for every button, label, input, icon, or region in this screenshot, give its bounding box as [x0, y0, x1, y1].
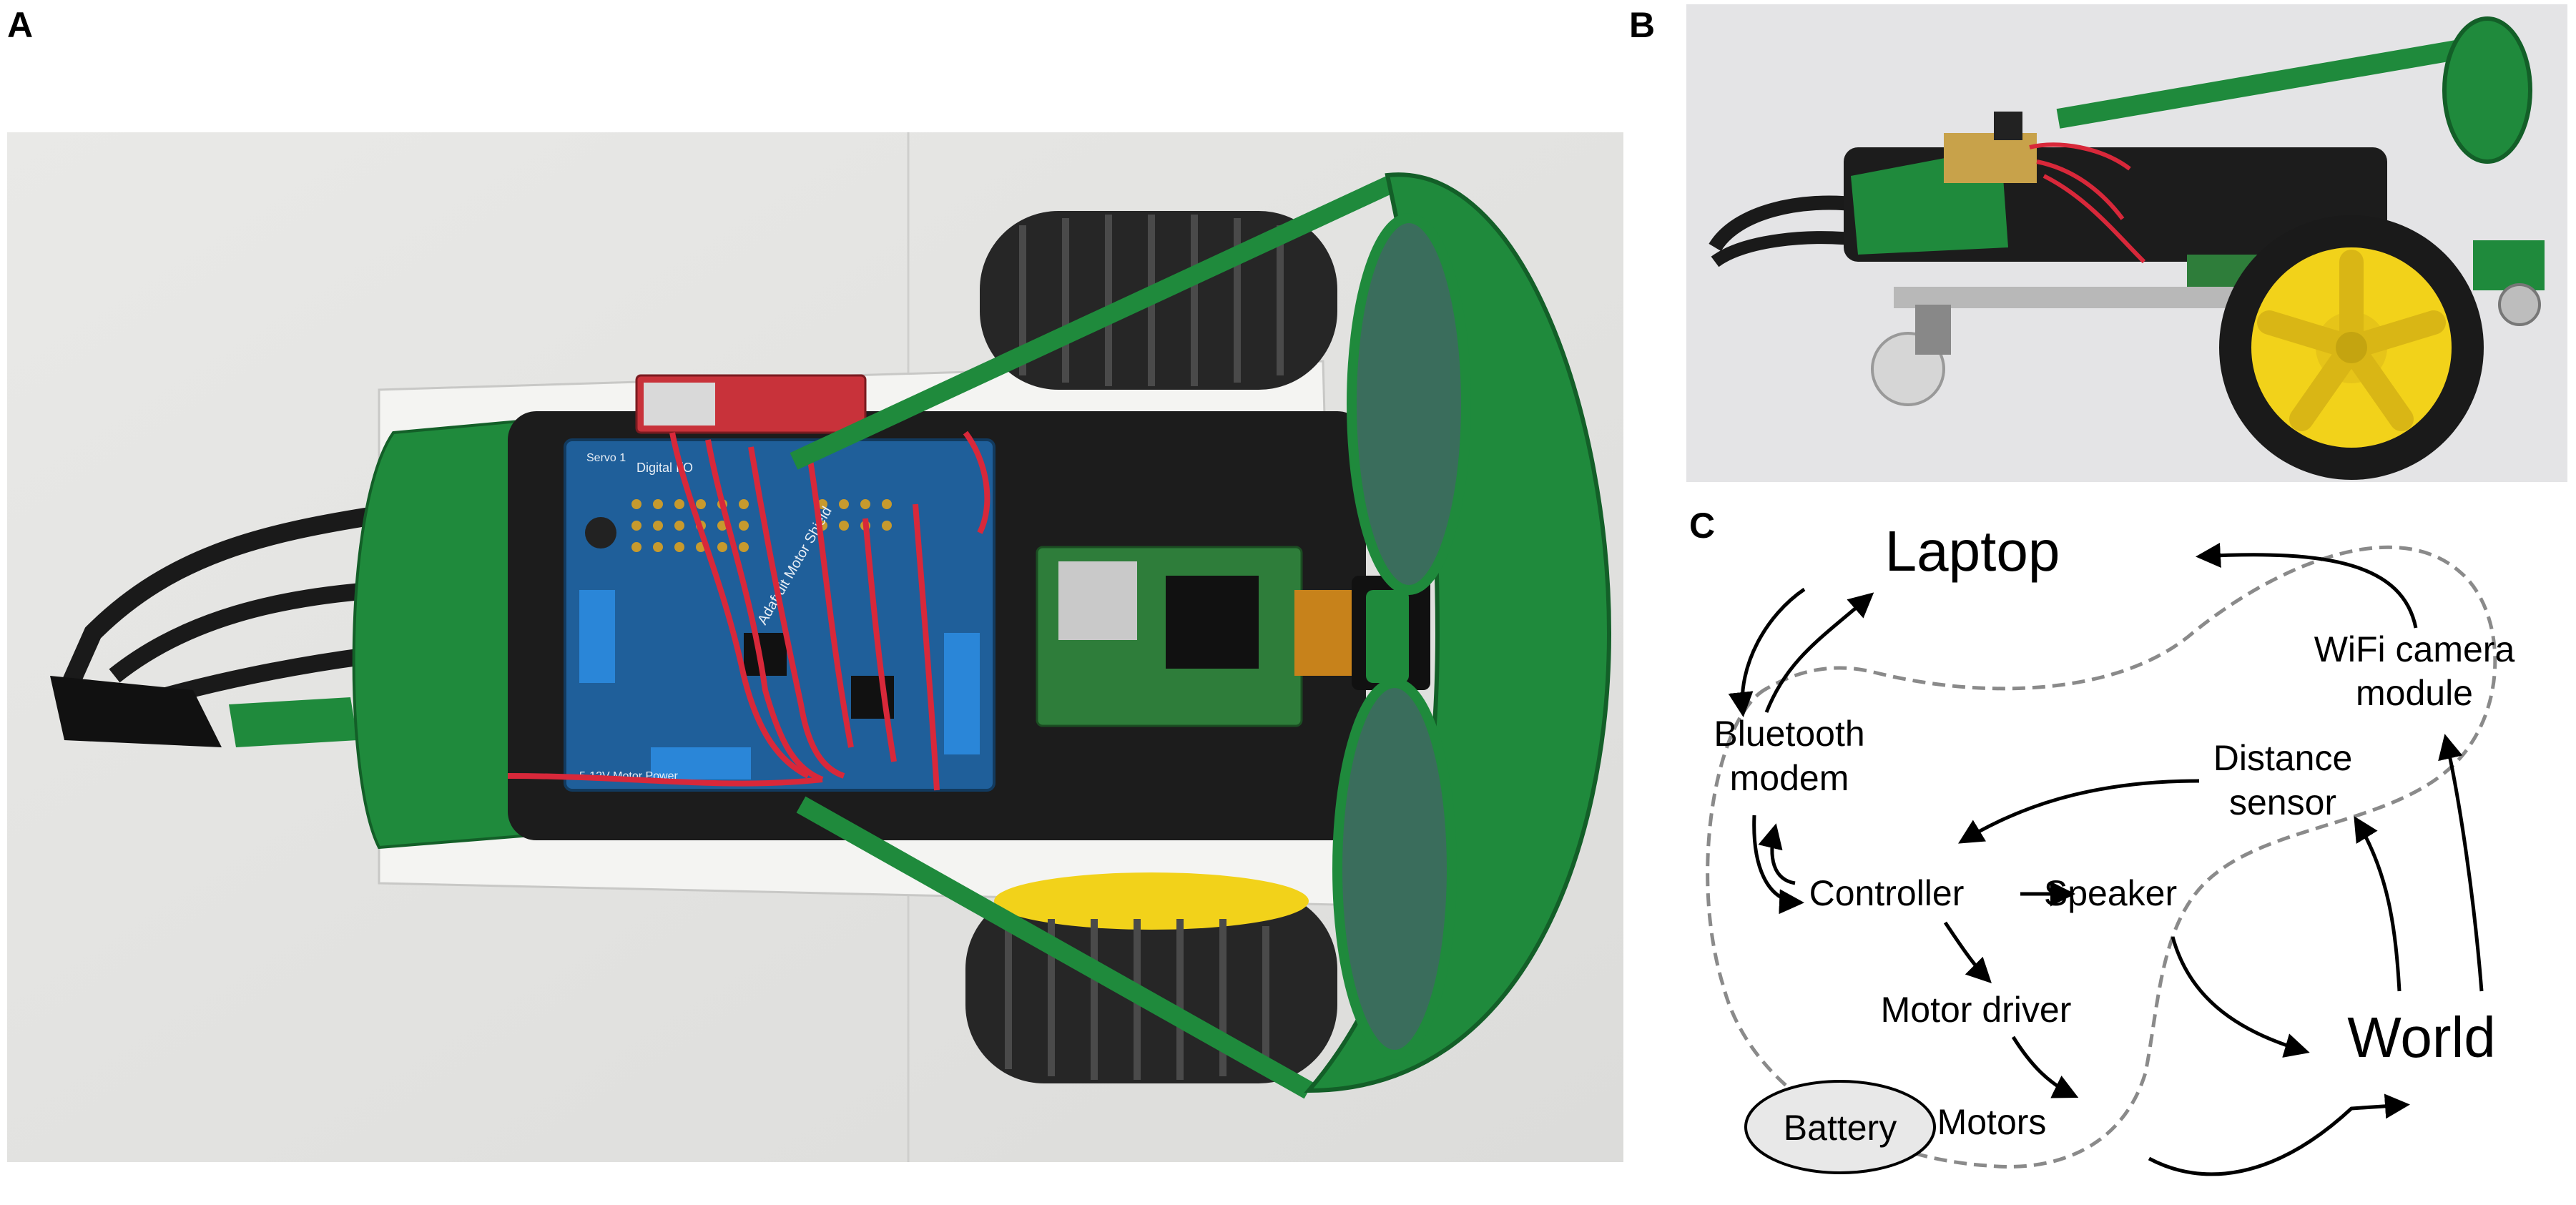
panel-letter-b: B — [1629, 5, 1656, 45]
node-laptop: Laptop — [1885, 519, 2060, 583]
arrow-bluetooth-to-laptop — [1764, 592, 1874, 713]
arrow-controller-to-bluetooth — [1758, 823, 1796, 885]
green-tape-wrap — [352, 416, 560, 850]
robot-side-view-photo — [1686, 4, 2567, 482]
robot-top-view-photo: Digital I/O Servo 1 Adafruit Motor Shiel… — [7, 132, 1623, 1162]
arrow-laptop-to-bluetooth — [1728, 587, 1806, 717]
shield-label-servo: Servo 1 — [586, 452, 626, 464]
node-wifi-camera-line2: module — [2356, 673, 2473, 713]
arrow-distance-to-controller — [1958, 779, 2200, 844]
robot-top-view-illustration: Digital I/O Servo 1 Adafruit Motor Shiel… — [7, 132, 1623, 1162]
node-battery: Battery — [1784, 1108, 1897, 1148]
wifi-camera-board — [1036, 546, 1430, 727]
node-distance-sensor-line2: sensor — [2229, 782, 2336, 822]
panel-letter-c: C — [1689, 506, 1716, 546]
node-controller: Controller — [1809, 873, 1965, 913]
panel-letter-a: A — [7, 5, 34, 45]
node-motor-driver: Motor driver — [1881, 990, 2072, 1030]
node-world: World — [2347, 1005, 2495, 1069]
arrow-controller-to-motor-driver — [1943, 921, 1992, 983]
usb-cables — [50, 506, 381, 747]
node-wifi-camera-line1: WiFi camera — [2314, 629, 2515, 669]
diagram-svg: Laptop WiFi camera module Bluetooth mode… — [1706, 519, 2515, 1176]
sunglasses-frame — [790, 172, 1612, 1099]
tire-bottom — [965, 872, 1337, 1083]
node-motors: Motors — [1937, 1102, 2047, 1142]
red-wires — [507, 431, 990, 791]
battery-ellipse — [1744, 1080, 1936, 1174]
diagram-arrows — [1728, 543, 2484, 1176]
arrow-motor-driver-to-motors — [2011, 1036, 2079, 1098]
robot-side-view-illustration — [1686, 4, 2567, 482]
arrow-world-to-wifi-camera — [2438, 734, 2484, 992]
system-block-diagram: Laptop WiFi camera module Bluetooth mode… — [1688, 501, 2575, 1201]
node-bluetooth-line2: modem — [1730, 758, 1849, 798]
arrow-motors-to-world — [2148, 1093, 2410, 1176]
node-distance-sensor-line1: Distance — [2213, 738, 2353, 778]
arrow-speaker-to-world — [2171, 936, 2310, 1058]
yellow-wheel — [2219, 215, 2484, 480]
node-bluetooth-line1: Bluetooth — [1714, 714, 1864, 754]
arrow-world-to-distance — [2354, 816, 2402, 992]
arrow-bluetooth-to-controller — [1752, 815, 1804, 915]
arrow-wifi-to-laptop — [2196, 543, 2418, 629]
robot-boundary — [1706, 545, 2497, 1169]
